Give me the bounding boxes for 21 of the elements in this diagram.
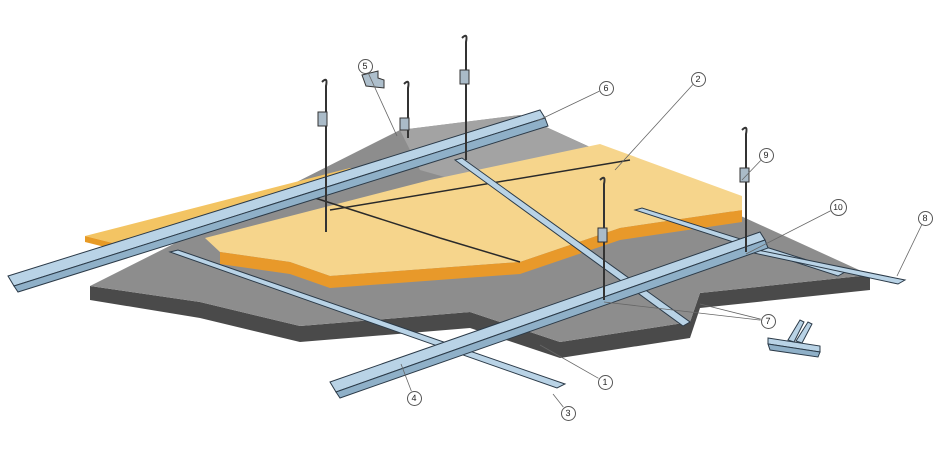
callout-number: 2	[690, 72, 706, 86]
leader-line	[614, 84, 694, 170]
leader-line	[700, 304, 762, 320]
callout-number: 1	[598, 374, 612, 390]
callout-number: 3	[560, 406, 576, 420]
leader-line	[540, 344, 599, 379]
leader-line	[400, 364, 412, 392]
callout-number: 5	[358, 58, 372, 74]
leader-line	[552, 394, 564, 408]
callout-number: 7	[760, 314, 776, 328]
leader-line	[746, 210, 831, 254]
callout-number: 6	[598, 80, 614, 96]
callout-number: 10	[830, 198, 846, 216]
leader-line	[604, 302, 761, 321]
leader-line	[536, 90, 600, 122]
leader-line	[896, 224, 922, 276]
callout-number: 4	[406, 390, 422, 406]
leader-line	[368, 72, 398, 136]
callout-number: 9	[758, 148, 774, 162]
leader-line	[742, 160, 762, 180]
callout-number: 8	[918, 210, 932, 226]
